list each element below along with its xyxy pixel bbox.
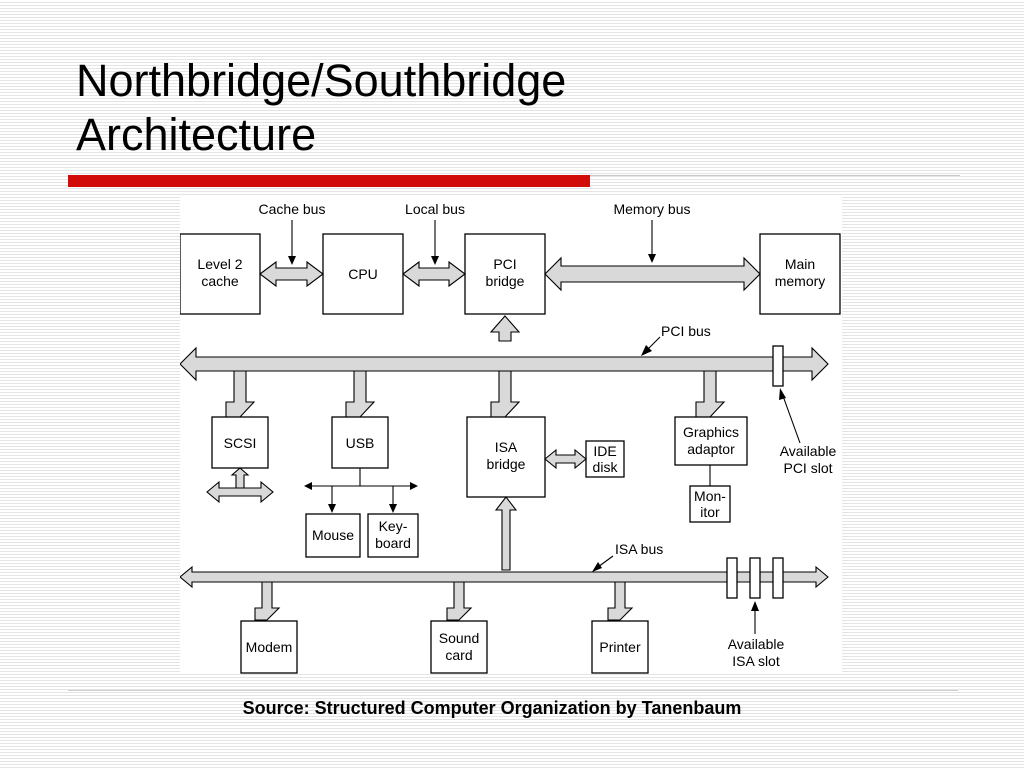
local-bus-arrow xyxy=(402,260,466,288)
isa-bridge-to-ide-arrow xyxy=(544,448,587,470)
label-mouse: Mouse xyxy=(312,527,354,543)
label-local-bus: Local bus xyxy=(405,201,465,217)
isa-to-printer-arrow xyxy=(607,581,634,621)
isa-bus xyxy=(180,565,829,589)
label-main-memory-line2: memory xyxy=(775,273,826,289)
label-pci-bridge-line1: PCI xyxy=(493,256,516,272)
available-isa-slots xyxy=(726,557,784,599)
pci-bus xyxy=(180,346,829,382)
label-printer: Printer xyxy=(599,639,641,655)
block-pci-bridge: PCI bridge xyxy=(464,233,546,315)
label-ide-disk-line1: IDE xyxy=(593,443,616,459)
label-isa-bridge-line1: ISA xyxy=(495,439,518,455)
block-sound-card: Sound card xyxy=(430,620,488,674)
label-available-pci-slot-line2: PCI slot xyxy=(783,460,832,476)
label-main-memory-line1: Main xyxy=(785,256,815,272)
label-pci-bus: PCI bus xyxy=(661,323,711,339)
footer-divider-line xyxy=(68,690,958,691)
block-cpu: CPU xyxy=(322,233,404,315)
block-scsi: SCSI xyxy=(211,416,269,469)
slide-title: Northbridge/Southbridge Architecture xyxy=(76,54,566,162)
usb-connections xyxy=(304,468,418,513)
label-monitor-line2: itor xyxy=(700,504,720,520)
pci-to-isa-bridge-arrow xyxy=(490,370,521,418)
cache-bus-arrow xyxy=(259,260,324,288)
label-available-isa-slot-line2: ISA slot xyxy=(732,653,780,669)
label-pci-bridge-line2: bridge xyxy=(486,273,525,289)
pci-to-usb-arrow xyxy=(345,370,376,418)
label-level2-cache-line2: cache xyxy=(201,273,239,289)
label-sound-card-line1: Sound xyxy=(439,630,479,646)
label-scsi: SCSI xyxy=(224,435,257,451)
block-main-memory: Main memory xyxy=(759,233,841,315)
label-modem: Modem xyxy=(246,639,293,655)
label-cpu: CPU xyxy=(348,266,378,282)
slide-title-line-2: Architecture xyxy=(76,109,317,160)
scsi-external-arrows xyxy=(206,467,274,504)
memory-bus-arrow xyxy=(544,256,761,292)
slide-title-line-1: Northbridge/Southbridge xyxy=(76,55,567,106)
label-keyboard-line2: board xyxy=(375,535,411,551)
architecture-diagram: Level 2 cache CPU PCI bridge Main memory… xyxy=(180,196,842,674)
label-graphics-adaptor-line2: adaptor xyxy=(687,441,735,457)
block-printer: Printer xyxy=(591,620,649,674)
label-isa-bus: ISA bus xyxy=(615,541,663,557)
block-monitor: Mon- itor xyxy=(689,485,731,523)
label-sound-card-line2: card xyxy=(445,647,472,663)
label-keyboard-line1: Key- xyxy=(379,518,408,534)
architecture-diagram-svg: Level 2 cache CPU PCI bridge Main memory… xyxy=(180,201,841,674)
label-usb: USB xyxy=(346,435,375,451)
label-cache-bus: Cache bus xyxy=(259,201,326,217)
pci-to-scsi-arrow xyxy=(225,370,256,418)
label-memory-bus: Memory bus xyxy=(613,201,690,217)
available-pci-slot xyxy=(772,345,784,387)
label-isa-bridge-line2: bridge xyxy=(487,456,526,472)
label-available-isa-slot-line1: Available xyxy=(728,636,785,652)
title-accent-bar xyxy=(68,175,590,187)
block-ide-disk: IDE disk xyxy=(585,440,625,478)
block-keyboard: Key- board xyxy=(367,513,419,558)
block-isa-bridge: ISA bridge xyxy=(466,416,546,498)
isa-to-modem-arrow xyxy=(254,581,281,621)
label-level2-cache-line1: Level 2 xyxy=(197,256,242,272)
block-level2-cache: Level 2 cache xyxy=(180,233,261,315)
pci-to-graphics-arrow xyxy=(695,370,726,418)
block-mouse: Mouse xyxy=(305,513,361,558)
label-ide-disk-line2: disk xyxy=(593,459,619,475)
isa-bridge-to-isa-bus-link xyxy=(494,496,518,571)
title-divider-line xyxy=(590,175,960,176)
source-citation: Source: Structured Computer Organization… xyxy=(242,698,742,718)
label-monitor-line1: Mon- xyxy=(694,488,726,504)
label-available-pci-slot-line1: Available xyxy=(780,443,837,459)
isa-to-sound-card-arrow xyxy=(446,581,473,621)
block-usb: USB xyxy=(331,416,389,469)
block-graphics-adaptor: Graphics adaptor xyxy=(674,416,748,466)
pci-bridge-to-pci-bus-arrow xyxy=(489,315,521,342)
label-graphics-adaptor-line1: Graphics xyxy=(683,424,739,440)
block-modem: Modem xyxy=(240,620,298,674)
